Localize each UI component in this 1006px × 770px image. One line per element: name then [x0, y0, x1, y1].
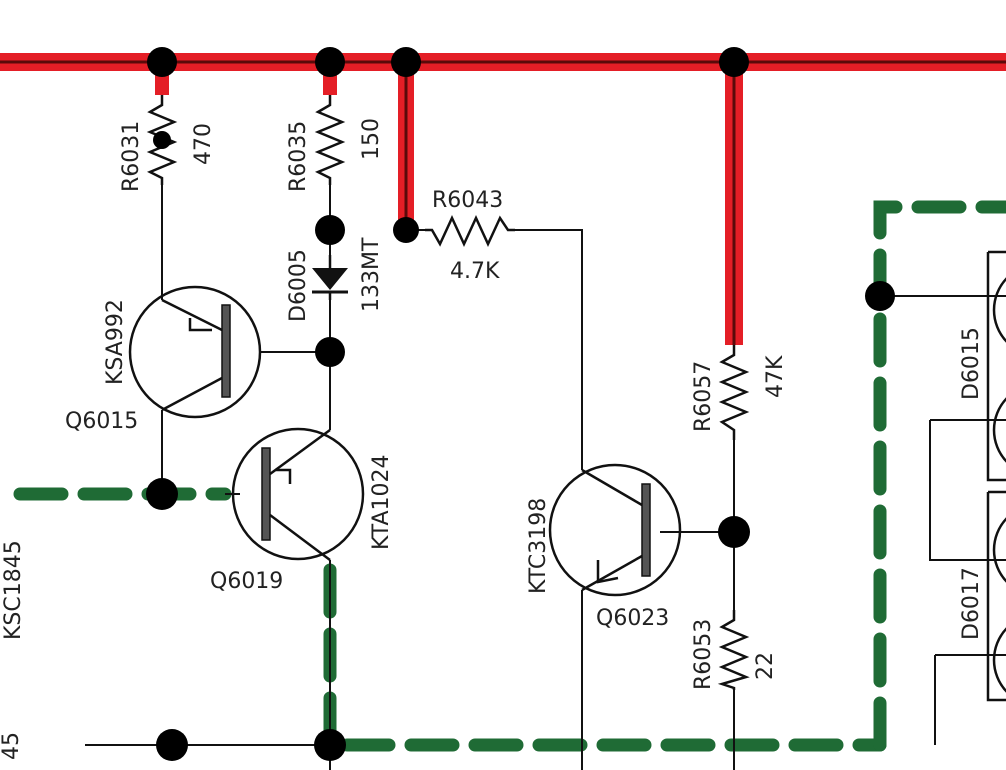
- label-kta1024: KTA1024: [369, 455, 394, 551]
- diode-d6005: [312, 255, 348, 300]
- transistor-q6015: [128, 285, 262, 419]
- transistor-q6023: [548, 463, 682, 597]
- transistor-q6019: [231, 427, 365, 561]
- diode-d6017: [986, 490, 1006, 702]
- label-r6031-value: 470: [191, 123, 216, 165]
- ground-net: [13, 200, 1006, 752]
- label-q6019: Q6019: [210, 569, 283, 594]
- label-d6017: D6017: [959, 567, 984, 640]
- label-r6057-value: 47K: [763, 355, 788, 398]
- label-r6031: R6031: [119, 121, 144, 192]
- diode-d6015: [986, 250, 1006, 482]
- label-partial-bottom-left: 45: [0, 732, 24, 760]
- resistor-r6043: [425, 215, 515, 247]
- label-r6043-value: 4.7K: [450, 259, 500, 284]
- resistor-r6053: [717, 610, 750, 690]
- component-labels: R6031 470 R6035 150 R6043 4.7K D6005 133…: [0, 118, 984, 760]
- label-ksc1845: KSC1845: [1, 540, 26, 640]
- label-r6057: R6057: [691, 361, 716, 432]
- label-r6053-value: 22: [753, 652, 778, 680]
- label-r6035-value: 150: [359, 118, 384, 160]
- resistor-r6057: [718, 345, 750, 440]
- label-d6005: D6005: [286, 249, 311, 322]
- label-ktc3198: KTC3198: [526, 498, 551, 594]
- resistor-r6035: [314, 95, 346, 185]
- label-d6005-part: 133MT: [359, 237, 384, 312]
- label-q6015: Q6015: [65, 409, 138, 434]
- label-d6015: D6015: [959, 327, 984, 400]
- label-ksa992: KSA992: [103, 299, 128, 385]
- label-q6023: Q6023: [596, 606, 669, 631]
- label-r6035: R6035: [286, 121, 311, 192]
- label-r6053: R6053: [691, 619, 716, 690]
- resistor-r6031: [146, 95, 178, 185]
- label-r6043: R6043: [432, 188, 503, 213]
- junction-nodes: [146, 47, 895, 761]
- wires: [85, 185, 1006, 770]
